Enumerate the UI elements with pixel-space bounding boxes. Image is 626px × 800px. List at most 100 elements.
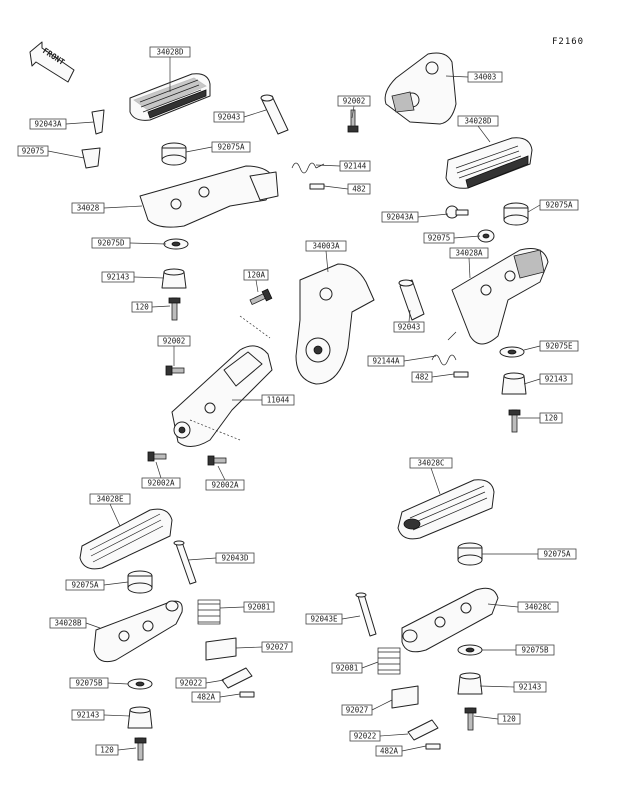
callout-p5: 92043 xyxy=(213,109,267,123)
callout-p52: 482A xyxy=(375,745,427,757)
leader-line xyxy=(155,461,162,479)
part-number-label: 92043A xyxy=(386,213,414,222)
leader-line xyxy=(361,661,379,669)
callout-p32: 34028E xyxy=(89,493,131,527)
part-number-label: 120 xyxy=(544,414,558,423)
label-box xyxy=(539,199,579,211)
footpeg-rubber-lower-right xyxy=(397,479,495,540)
label-box xyxy=(515,644,555,656)
label-box xyxy=(71,202,105,214)
label-box xyxy=(449,247,489,259)
ratchet-92022-right xyxy=(407,719,439,741)
callout-p25: 482 xyxy=(411,371,455,383)
part-number-label: 92075 xyxy=(22,147,45,156)
leader-line xyxy=(243,109,267,118)
label-box xyxy=(513,681,547,693)
part-callouts: 34028D 34003 92002 92043A 92043 92075 92075A 92… xyxy=(17,46,579,757)
part-number-label: 92027 xyxy=(266,643,289,652)
part-number-label: 92075D xyxy=(97,239,125,248)
label-box xyxy=(243,269,269,281)
callout-p43: 92075B xyxy=(69,677,129,689)
part-number-label: 92075A xyxy=(545,201,573,210)
spring-92081-right xyxy=(377,647,401,675)
part-number-label: 92043D xyxy=(221,554,249,563)
bolt-120-upper-left xyxy=(168,297,181,321)
label-box xyxy=(467,71,503,83)
label-box xyxy=(149,46,191,58)
callout-p50: 92022 xyxy=(349,730,409,742)
callout-p35: 92081 xyxy=(219,601,275,613)
label-box xyxy=(305,240,347,252)
leader-line xyxy=(487,603,519,608)
label-box xyxy=(191,691,221,703)
footpeg-body-34028a xyxy=(451,248,549,345)
part-number-label: 120 xyxy=(135,303,149,312)
label-box xyxy=(243,601,275,613)
leader-line xyxy=(133,276,165,279)
part-number-label: 34028E xyxy=(96,495,124,504)
leader-line xyxy=(185,146,213,153)
damper-92143-right-upper xyxy=(501,372,527,395)
bracket-34003a xyxy=(295,263,375,385)
callout-p9: 482 xyxy=(323,183,371,195)
part-number-label: 34028D xyxy=(464,117,492,126)
footpeg-rubber-top-left xyxy=(129,73,211,121)
label-box xyxy=(205,479,245,491)
rubber-92075a-lower-left xyxy=(127,570,153,594)
bushing-92075-left xyxy=(81,147,101,169)
callout-p42: 92081 xyxy=(331,661,379,674)
part-number-label: 92075A xyxy=(71,581,99,590)
leader-line xyxy=(205,679,225,684)
label-box xyxy=(71,709,105,721)
footpeg-body-34028c xyxy=(401,587,499,653)
label-box xyxy=(457,115,499,127)
plate-92027-left xyxy=(205,637,237,661)
leader-line xyxy=(117,747,137,751)
part-number-label: 92075B xyxy=(75,679,103,688)
callout-p6: 92075 xyxy=(17,145,85,159)
pin-92043-center xyxy=(398,279,425,321)
leader-line xyxy=(103,581,129,586)
label-box xyxy=(497,713,521,725)
part-number-label: 120 xyxy=(100,746,114,755)
part-number-label: 92043 xyxy=(398,323,421,332)
label-box xyxy=(17,145,49,157)
callout-p29: 92002A xyxy=(141,461,181,489)
callout-p13: 92075A xyxy=(527,199,579,213)
pin-482a-right xyxy=(425,743,441,750)
label-box xyxy=(539,412,563,424)
label-box xyxy=(367,355,405,367)
label-box xyxy=(337,95,371,107)
part-number-label: 92002 xyxy=(343,97,366,106)
leader-line xyxy=(187,557,217,561)
label-box xyxy=(347,183,371,195)
part-number-label: 34028A xyxy=(455,249,483,258)
label-box xyxy=(537,548,577,560)
leader-line xyxy=(417,213,449,218)
part-number-label: 92143 xyxy=(107,273,130,282)
callout-p40: 92027 xyxy=(235,641,293,653)
label-box xyxy=(539,373,573,385)
washer-92075e xyxy=(499,346,525,358)
leader-line xyxy=(255,279,259,293)
callout-p12: 92043A xyxy=(381,211,449,223)
bolt-120-lower-right xyxy=(464,707,477,731)
spring-92144a xyxy=(431,331,457,366)
leader-line xyxy=(479,685,515,688)
part-number-label: 120A xyxy=(247,271,266,280)
leader-line xyxy=(217,465,226,481)
callout-p17: 34003A xyxy=(305,240,347,273)
part-number-label: 482 xyxy=(352,185,366,194)
part-number-label: 92081 xyxy=(336,664,359,673)
label-box xyxy=(409,457,453,469)
rubber-92075a-lower-right xyxy=(457,542,483,566)
callout-p24: 92075E xyxy=(523,340,579,352)
part-number-label: 34003 xyxy=(474,73,497,82)
label-box xyxy=(213,111,245,123)
leader-line xyxy=(445,75,469,78)
callout-p27: 11044 xyxy=(232,394,295,406)
part-number-label: 92143 xyxy=(77,711,100,720)
bolt-120-right-upper xyxy=(508,409,521,433)
bolt-92002a-right xyxy=(207,455,227,466)
callout-p16: 34028A xyxy=(449,247,489,279)
